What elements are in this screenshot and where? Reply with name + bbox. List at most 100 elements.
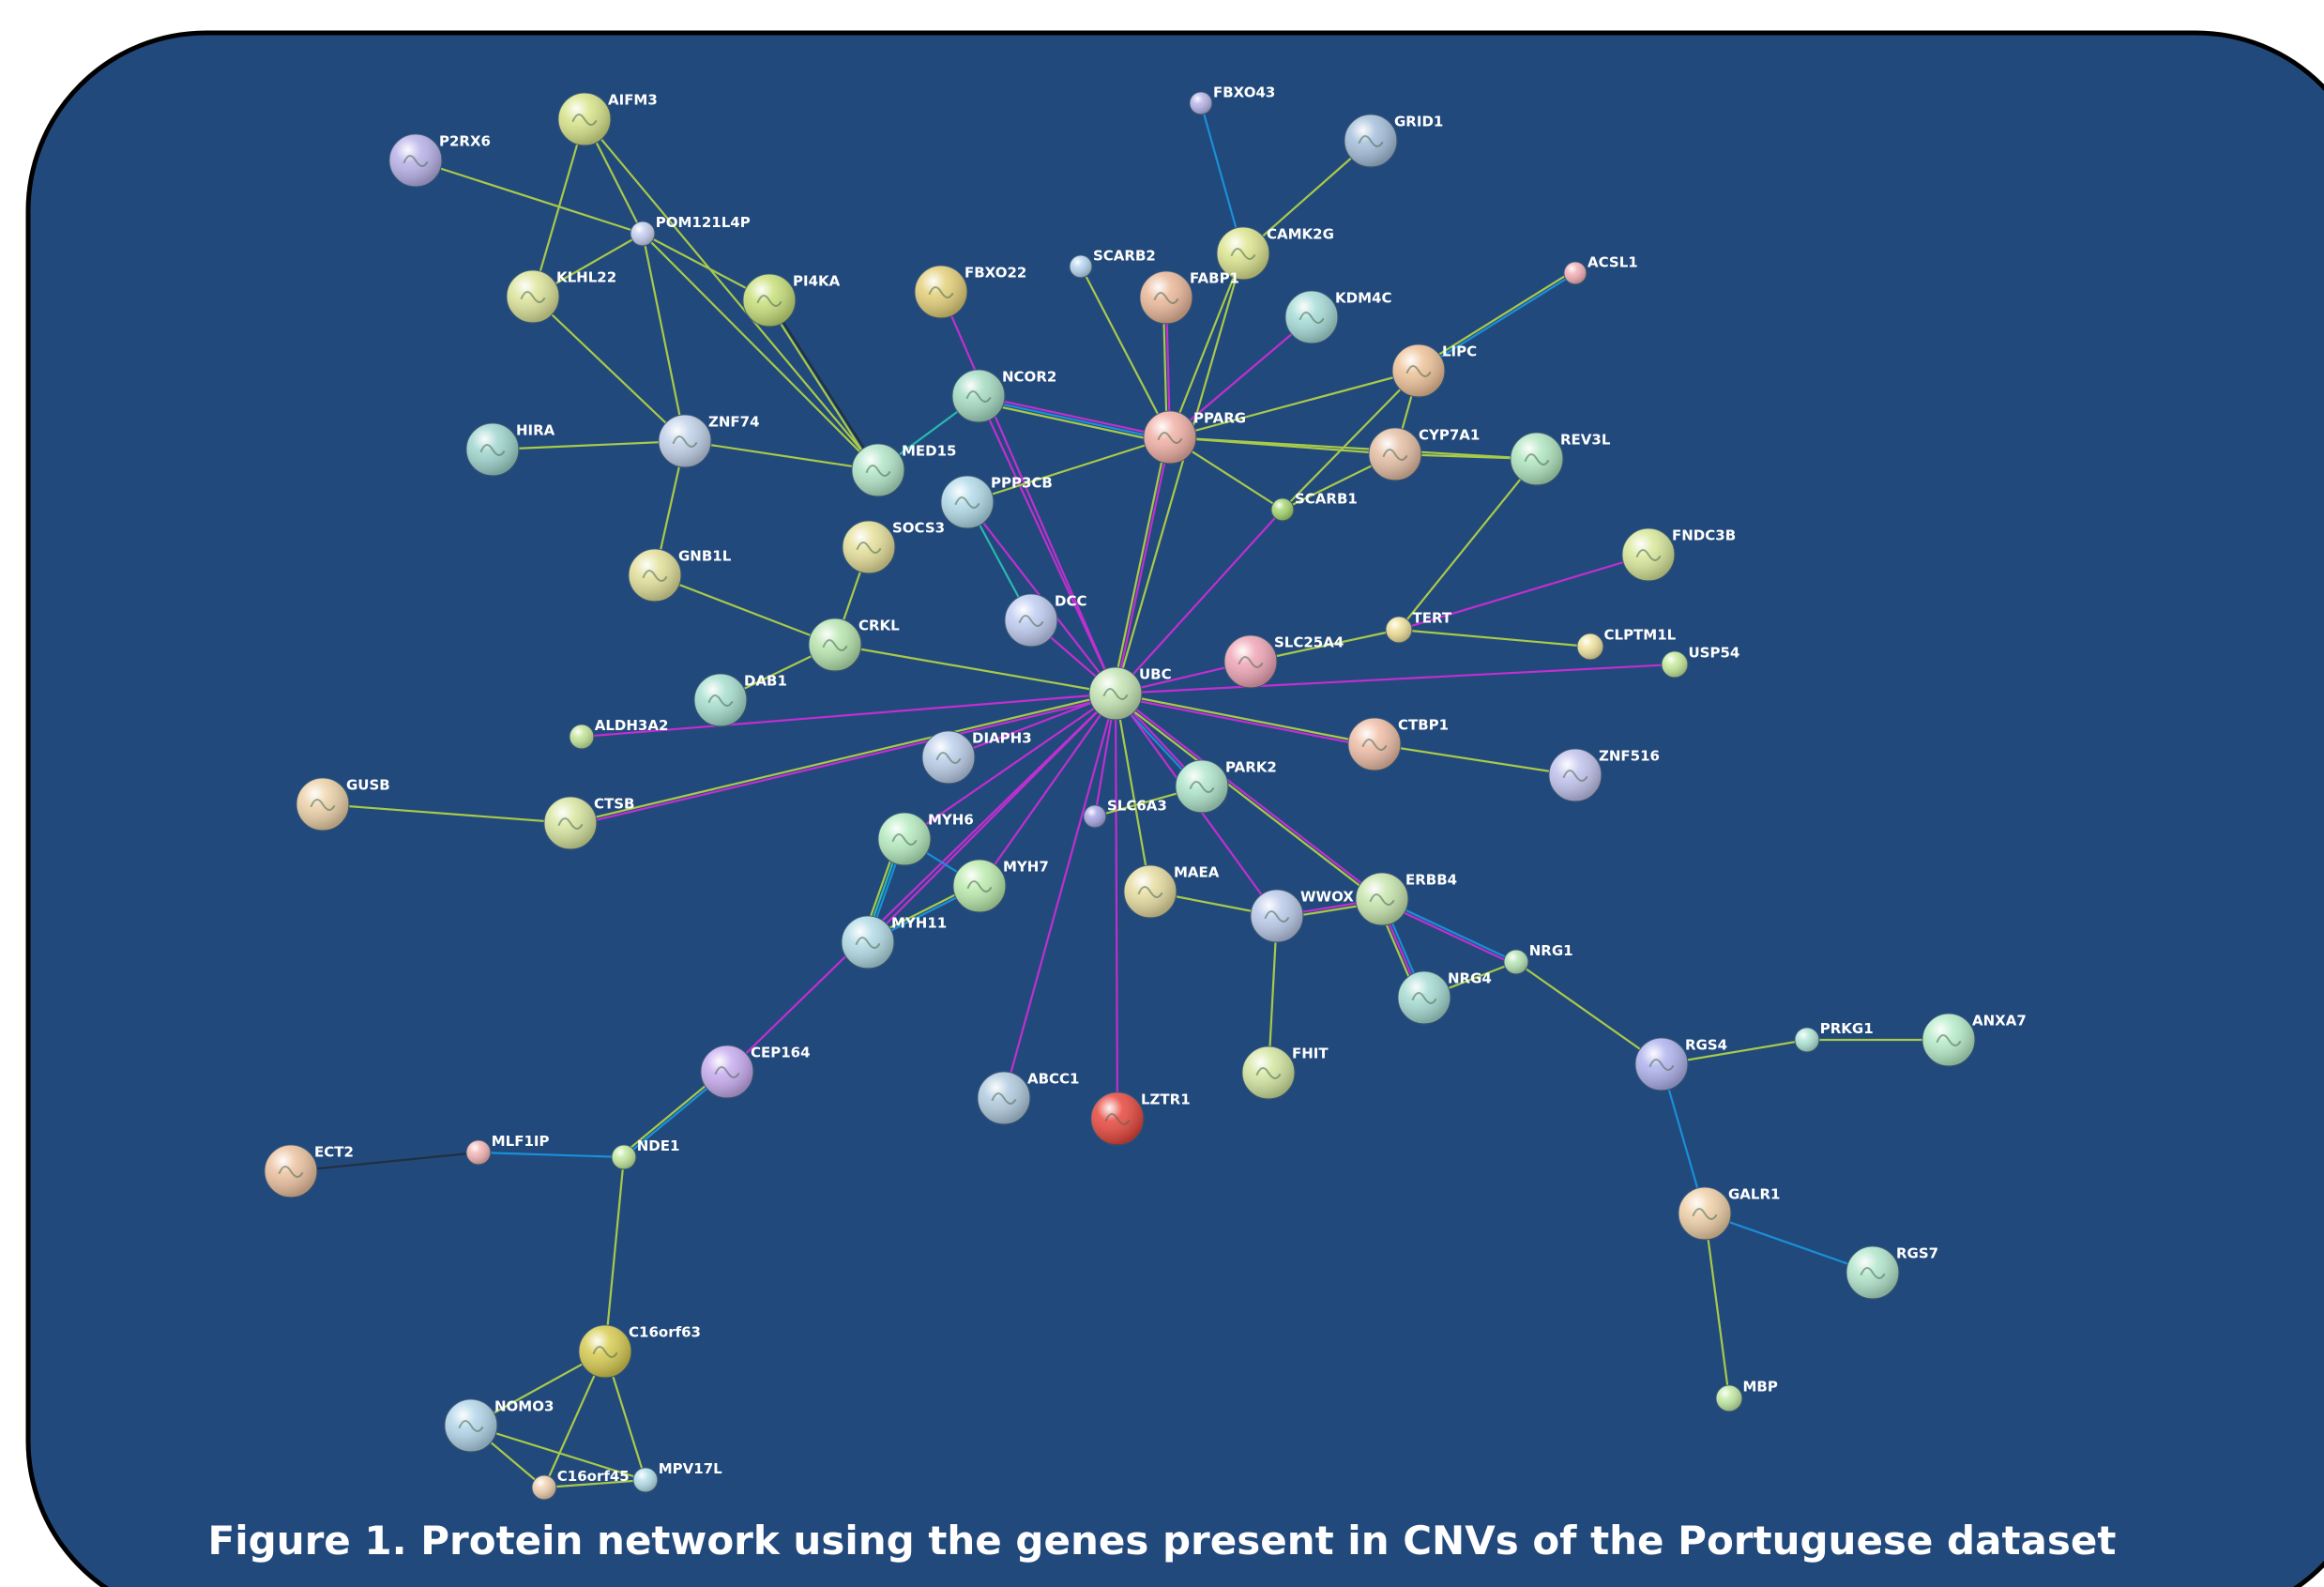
network-edges [290, 102, 1949, 1489]
node-NDE1[interactable]: NDE1 [611, 1137, 679, 1170]
node-label: CTSB [594, 796, 634, 813]
node-DAB1[interactable]: DAB1 [693, 673, 787, 727]
node-PRKG1[interactable]: PRKG1 [1794, 1020, 1874, 1053]
node-label: DAB1 [744, 673, 787, 690]
node-KLHL22[interactable]: KLHL22 [506, 269, 616, 324]
node-HIRA[interactable]: HIRA [465, 422, 555, 477]
node-label: USP54 [1689, 644, 1740, 661]
protein-structure-icon [571, 114, 598, 126]
node-NCOR2[interactable]: NCOR2 [951, 369, 1056, 423]
node-DCC[interactable]: DCC [1004, 593, 1086, 648]
node-CRKL[interactable]: CRKL [808, 618, 900, 672]
node-GRID1[interactable]: GRID1 [1344, 114, 1443, 168]
node-ACSL1[interactable]: ACSL1 [1563, 253, 1638, 285]
node-label: SOCS3 [892, 520, 945, 537]
protein-structure-icon [310, 799, 336, 811]
node-PPP3CB[interactable]: PPP3CB [940, 475, 1053, 529]
node-GNB1L[interactable]: GNB1L [628, 548, 732, 603]
node-POM121L4P[interactable]: POM121L4P [630, 214, 751, 247]
node-ERBB4[interactable]: ERBB4 [1355, 872, 1457, 926]
node-MYH6[interactable]: MYH6 [877, 812, 974, 866]
node-CAMK2G[interactable]: CAMK2G [1216, 226, 1334, 281]
node-label: ERBB4 [1405, 872, 1457, 889]
node-NRG1[interactable]: NRG1 [1503, 942, 1573, 975]
node-DIAPH3[interactable]: DIAPH3 [921, 730, 1032, 785]
node-MYH11[interactable]: MYH11 [841, 915, 947, 969]
node-MPV17L[interactable]: MPV17L [632, 1460, 722, 1493]
node-UBC[interactable]: UBC [1088, 666, 1172, 721]
edge-GALR1-RGS7 [1704, 1212, 1874, 1274]
node-RGS4[interactable]: RGS4 [1634, 1037, 1727, 1091]
edge-CTBP1-ZNF516 [1374, 742, 1576, 777]
node-SLC6A3[interactable]: SLC6A3 [1083, 797, 1167, 829]
node-CYP7A1[interactable]: CYP7A1 [1368, 427, 1480, 481]
node-C16orf45[interactable]: C16orf45 [531, 1468, 630, 1501]
node-PI4KA[interactable]: PI4KA [742, 273, 841, 328]
node-SLC25A4[interactable]: SLC25A4 [1223, 634, 1344, 689]
protein-structure-icon [1255, 1067, 1282, 1079]
node-SOCS3[interactable]: SOCS3 [842, 520, 945, 574]
node-FBXO43[interactable]: FBXO43 [1189, 84, 1275, 115]
node-FABP1[interactable]: FABP1 [1139, 270, 1239, 325]
node-GUSB[interactable]: GUSB [296, 777, 390, 832]
node-AIFM3[interactable]: AIFM3 [557, 92, 658, 146]
node-FNDC3B[interactable]: FNDC3B [1621, 527, 1736, 582]
node-TERT[interactable]: TERT [1385, 609, 1452, 644]
node-ECT2[interactable]: ECT2 [264, 1144, 354, 1198]
node-CLPTM1L[interactable]: CLPTM1L [1576, 626, 1677, 661]
protein-structure-icon [1189, 781, 1215, 793]
node-WWOX[interactable]: WWOX [1250, 889, 1354, 943]
node-ALDH3A2[interactable]: ALDH3A2 [569, 717, 668, 750]
node-FHIT[interactable]: FHIT [1241, 1045, 1329, 1100]
node-USP54[interactable]: USP54 [1661, 644, 1740, 679]
protein-structure-icon [592, 1346, 618, 1358]
node-KDM4C[interactable]: KDM4C [1284, 290, 1391, 344]
protein-structure-icon [714, 1066, 740, 1078]
node-label: RGS7 [1896, 1245, 1938, 1262]
node-MBP[interactable]: MBP [1715, 1378, 1778, 1412]
edge-GNB1L-CRKL [654, 573, 836, 647]
protein-structure-icon [557, 817, 584, 830]
protein-structure-icon [856, 542, 882, 554]
node-RGS7[interactable]: RGS7 [1846, 1245, 1938, 1300]
node-label: FABP1 [1190, 270, 1239, 287]
node-ABCC1[interactable]: ABCC1 [977, 1071, 1080, 1125]
edge-NRG1-RGS4 [1515, 961, 1663, 1065]
node-ZNF516[interactable]: ZNF516 [1548, 748, 1660, 802]
edge-ACSL1-LIPC [1416, 269, 1574, 370]
node-LZTR1[interactable]: LZTR1 [1090, 1091, 1191, 1146]
node-GALR1[interactable]: GALR1 [1678, 1186, 1780, 1241]
node-NRG4[interactable]: NRG4 [1397, 970, 1492, 1025]
protein-structure-icon [928, 286, 954, 298]
node-MLF1IP[interactable]: MLF1IP [465, 1133, 550, 1166]
node-gloss [466, 1140, 491, 1165]
node-CTBP1[interactable]: CTBP1 [1347, 717, 1449, 771]
node-MYH7[interactable]: MYH7 [952, 859, 1049, 913]
node-C16orf63[interactable]: C16orf63 [578, 1324, 701, 1379]
protein-structure-icon [642, 570, 668, 582]
node-CTSB[interactable]: CTSB [543, 796, 634, 850]
node-CEP164[interactable]: CEP164 [700, 1045, 811, 1099]
node-NOMO3[interactable]: NOMO3 [444, 1398, 554, 1453]
node-MAEA[interactable]: MAEA [1123, 864, 1220, 919]
edge-ZNF74-HIRA [492, 439, 686, 451]
edge-CRKL-UBC [834, 643, 1116, 695]
node-label: FHIT [1292, 1045, 1329, 1062]
node-SCARB1[interactable]: SCARB1 [1270, 490, 1358, 522]
node-ANXA7[interactable]: ANXA7 [1921, 1013, 2027, 1067]
node-P2RX6[interactable]: P2RX6 [388, 133, 491, 188]
edge-CAMK2G-PPARG [1168, 252, 1245, 438]
node-LIPC[interactable]: LIPC [1391, 343, 1477, 398]
node-PARK2[interactable]: PARK2 [1175, 759, 1277, 814]
node-SCARB2[interactable]: SCARB2 [1069, 247, 1156, 279]
node-label: MYH11 [891, 915, 947, 932]
node-PPARG[interactable]: PPARG [1143, 410, 1246, 465]
node-FBXO22[interactable]: FBXO22 [914, 265, 1026, 319]
node-label: ECT2 [314, 1144, 354, 1161]
node-ZNF74[interactable]: ZNF74 [658, 414, 760, 468]
edge-UBC-CTBP1 [1115, 692, 1375, 746]
node-MED15[interactable]: MED15 [851, 443, 957, 497]
node-REV3L[interactable]: REV3L [1510, 432, 1611, 486]
protein-structure-icon [1382, 449, 1408, 461]
